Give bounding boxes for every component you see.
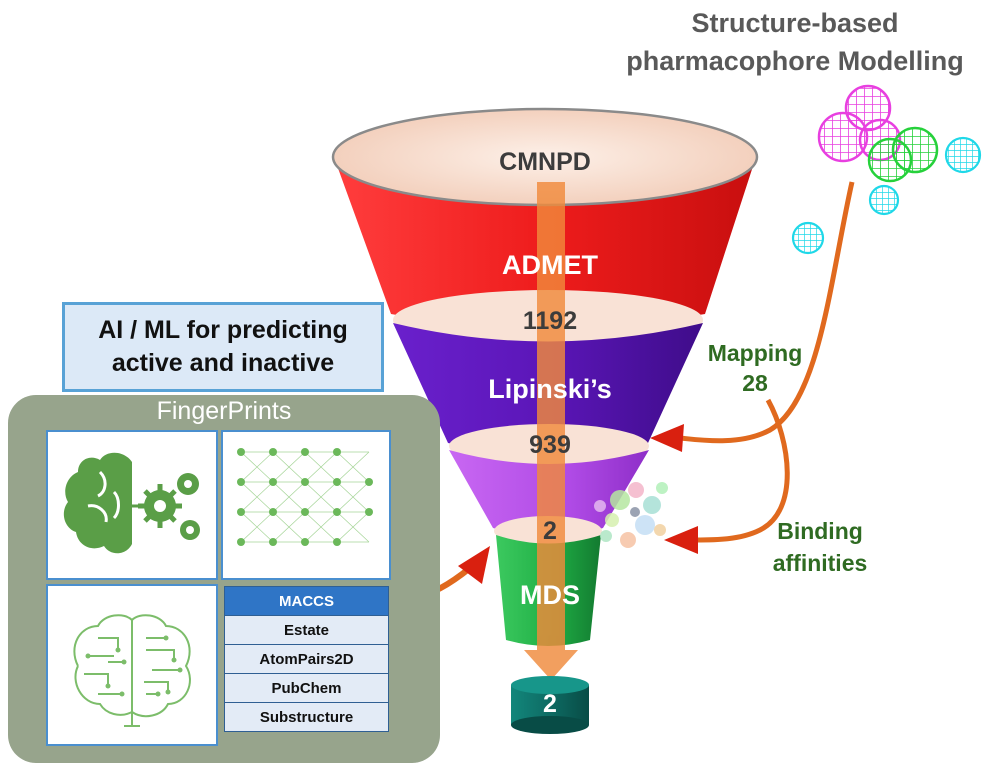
brain-gears-icon [63,452,200,554]
mapping-count: 28 [742,370,768,396]
ai-ml-box: AI / ML for predicting active and inacti… [62,302,384,392]
title-line-1: Structure-based [691,8,899,38]
mapping-label: Mapping [707,340,803,366]
funnel-flow-arrow [524,182,578,680]
fingerprint-item-substructure: Substructure [224,702,389,732]
funnel-count-1: 1192 [522,307,578,335]
final-count: 2 [543,690,557,718]
funnel-count-3: 2 [543,517,557,545]
circuit-brain-icon [73,614,191,727]
pharmacophore-spheres-icon [791,84,982,255]
diagram-title: Structure-based pharmacophore Modelling [600,4,990,80]
fingerprint-item-estate: Estate [224,615,389,645]
result-cylinder [511,676,589,734]
binding-label-line1: Binding [777,518,863,544]
brain-gears-tile [46,430,218,580]
sphere-cyan-1 [944,136,982,174]
title-line-2: pharmacophore Modelling [626,46,964,76]
mapping-arrow [650,181,855,452]
funnel-stage1-label: ADMET [502,250,598,280]
fingerprint-item-atompairs2d: AtomPairs2D [224,644,389,674]
ai-ml-line-2: active and inactive [111,349,335,377]
funnel-count-2: 939 [529,431,571,459]
fingerprints-title: FingerPrints [156,397,292,425]
fingerprint-list: MACCS Estate AtomPairs2D PubChem Substru… [224,586,389,732]
protein-ligand-icon [594,482,668,548]
neural-network-icon [237,448,373,546]
sphere-cyan-2 [868,184,900,216]
funnel-stage3-label: MDS [520,580,580,610]
binding-label-line2: affinities [772,550,868,576]
fingerprint-item-pubchem: PubChem [224,673,389,703]
binding-arrow [664,398,790,554]
sphere-cyan-3 [791,221,825,255]
ai-ml-line-1: AI / ML for predicting [98,316,348,344]
funnel-stage2-label: Lipinski’s [488,374,612,404]
funnel-top-label: CMNPD [499,148,591,176]
fingerprint-item-maccs: MACCS [224,586,389,616]
sphere-green-2 [891,126,939,174]
circuit-brain-tile [46,584,218,746]
neural-network-tile [221,430,391,580]
